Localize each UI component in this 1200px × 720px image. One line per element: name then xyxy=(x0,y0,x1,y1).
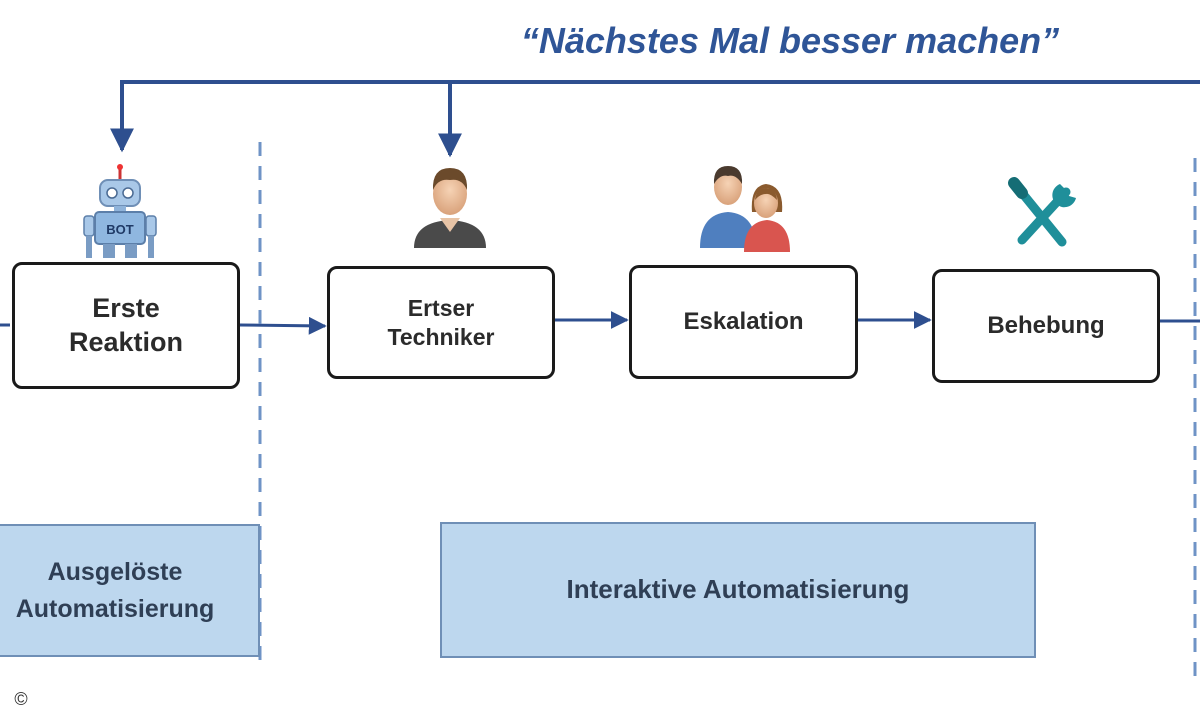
band-label: Ausgelöste Automatisierung xyxy=(15,558,215,623)
robot-bot-icon: BOT xyxy=(83,164,157,258)
flow-arrows xyxy=(0,311,1200,335)
step-label: Erste Reaktion xyxy=(68,292,184,357)
person-icon xyxy=(414,168,486,248)
step-erster-techniker: Ertser Techniker xyxy=(327,266,555,379)
band-label: Interaktive Automatisierung xyxy=(566,574,910,605)
step-label: Eskalation xyxy=(683,308,804,335)
step-eskalation: Eskalation xyxy=(629,265,858,379)
step-behebung: Behebung xyxy=(932,269,1160,383)
people-icon xyxy=(700,166,790,252)
copyright-mark: © xyxy=(14,688,28,709)
step-erste-reaktion: Erste Reaktion xyxy=(12,262,240,389)
feedback-line xyxy=(110,80,1200,153)
diagram-title: “Nächstes Mal besser machen” xyxy=(520,20,1060,61)
band-triggered-automation: Ausgelöste Automatisierung xyxy=(0,524,260,657)
wrench-screwdriver-icon xyxy=(1008,177,1076,247)
step-label: Ertser Techniker xyxy=(387,294,495,350)
feedback-loop xyxy=(110,80,1200,158)
flow-arrow-1 xyxy=(239,316,327,335)
bot-icon-text: BOT xyxy=(106,222,134,237)
band-interactive-automation: Interaktive Automatisierung xyxy=(440,522,1036,658)
step-label: Behebung xyxy=(987,312,1105,339)
